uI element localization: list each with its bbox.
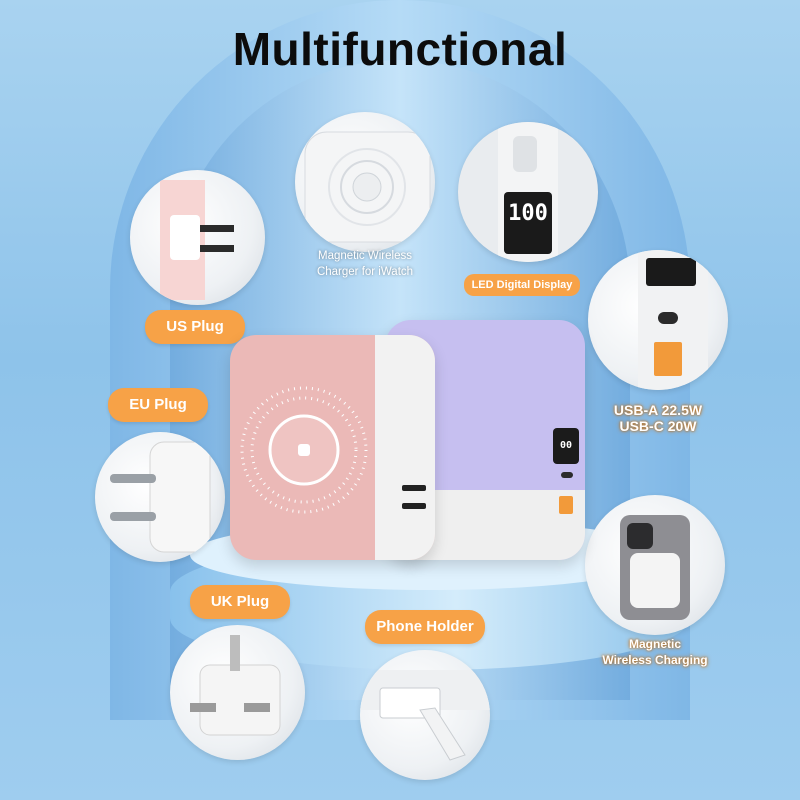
- us-plug-prong-bottom: [402, 503, 426, 509]
- pink-power-bank: [230, 335, 435, 560]
- phone-holder-label: Phone Holder: [365, 610, 485, 644]
- uk-plug-icon: [190, 635, 281, 736]
- uk-plug-label: UK Plug: [190, 585, 290, 619]
- led-readout: 100: [508, 201, 548, 226]
- watch-charger-icon: [304, 131, 431, 243]
- uk-plug-photo: [170, 625, 305, 760]
- us-plug-photo: [130, 170, 265, 305]
- magnetic-ring-icon: [240, 386, 368, 514]
- led-display-photo: 100: [458, 122, 598, 262]
- purple-power-bank-display: 00: [553, 428, 579, 464]
- watch-charger-photo: [295, 112, 435, 252]
- eu-plug-label: EU Plug: [108, 388, 208, 422]
- pink-power-bank-side: [375, 335, 435, 560]
- us-plug-prong-top: [402, 485, 426, 491]
- eu-plug-icon: [110, 441, 211, 553]
- phone-holder-photo: [360, 650, 490, 780]
- watch-charger-caption: Magnetic Wireless Charger for iWatch: [316, 250, 414, 278]
- magnetic-charging-photo: [585, 495, 725, 635]
- eu-plug-photo: [95, 432, 225, 562]
- phone-with-powerbank-icon: [620, 515, 690, 620]
- headline: Multifunctional: [232, 23, 568, 75]
- usb-ports-icon: [638, 250, 708, 390]
- us-plug-icon: [160, 180, 234, 300]
- magnetic-charging-caption: Magnetic Wireless Charging: [602, 637, 708, 667]
- us-plug-label: US Plug: [145, 310, 245, 344]
- usb-c-port: [561, 472, 573, 478]
- usb-ports-photo: [588, 250, 728, 390]
- led-display-label: LED Digital Display: [464, 274, 580, 296]
- phone-holder-icon: [360, 670, 490, 761]
- usb-ports-caption: USB-A 22.5W USB-C 20W: [613, 402, 703, 434]
- usb-a-port: [559, 496, 573, 514]
- led-display-icon: 100: [498, 122, 558, 262]
